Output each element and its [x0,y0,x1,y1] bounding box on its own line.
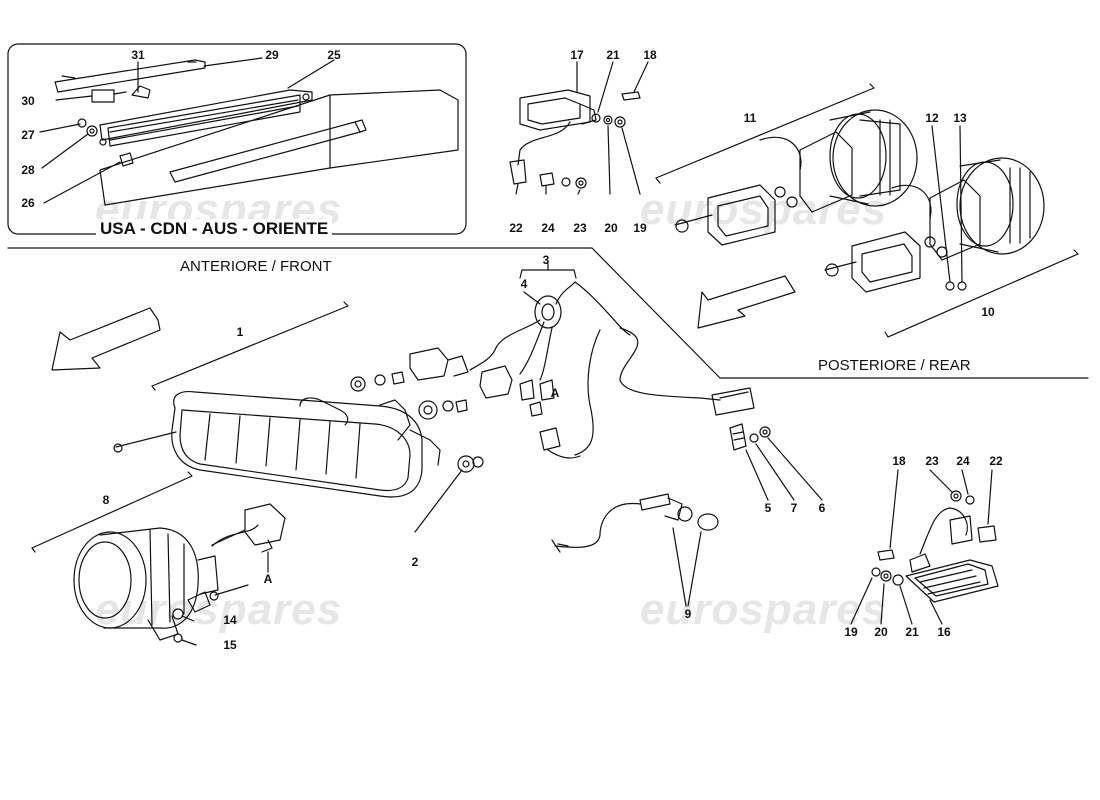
callout-30: 30 [21,94,35,108]
callout-23-top: 23 [573,221,587,235]
callout-14: 14 [223,613,237,627]
socket-front-upper [409,347,449,381]
fog-bulb [244,503,286,546]
callout-17: 17 [570,48,584,62]
callout-29: 29 [265,48,279,62]
callout-15: 15 [223,638,237,652]
callout-9: 9 [684,607,692,621]
rear-socket-10 [851,231,921,293]
callout-25: 25 [327,48,341,62]
part-5-clip [729,423,747,451]
fog-lamp-8-lens [73,531,147,629]
inset-lens [54,59,206,93]
callout-21-bottom: 21 [905,625,919,639]
callout-5: 5 [764,501,772,515]
inset-sill-panel [99,89,459,206]
marker-a-fog: A [263,572,273,586]
callout-18-top: 18 [643,48,657,62]
callout-8: 8 [102,493,110,507]
callout-20-top: 20 [604,221,618,235]
socket-front-lower [479,365,513,399]
section-front-title: ANTERIORE / FRONT [180,258,332,275]
callout-23-bottom: 23 [925,454,939,468]
callout-3: 3 [542,253,550,267]
callout-21-top: 21 [606,48,620,62]
callout-22-top: 22 [509,221,523,235]
grommet-4 [534,295,562,329]
rear-socket-11 [707,184,776,246]
callout-27: 27 [21,128,35,142]
inset-light-housing [99,89,313,141]
front-arrow [51,307,161,371]
callout-24-top: 24 [541,221,555,235]
headlamp-1-body [171,390,423,498]
callout-13: 13 [953,111,967,125]
callout-2: 2 [411,555,419,569]
callout-10: 10 [981,305,995,319]
callout-6: 6 [818,501,826,515]
rear-arrow [697,275,796,329]
section-divider [7,247,1089,379]
callout-19-bottom: 19 [844,625,858,639]
rear-light-10-lens [959,157,1045,255]
part-9-sensor [639,493,671,511]
callout-20-bottom: 20 [874,625,888,639]
bracket-1 [151,301,349,391]
watermark-bottom-left: eurospares [95,585,343,634]
callout-7: 7 [790,501,798,515]
inset-title: USA - CDN - AUS - ORIENTE [96,219,333,239]
callout-12: 12 [925,111,939,125]
watermark-bottom-right: eurospares [640,585,888,634]
callout-26: 26 [21,196,35,210]
callout-18-bottom: 18 [892,454,906,468]
callout-11: 11 [743,111,757,125]
section-rear-title: POSTERIORE / REAR [818,357,971,374]
callout-1: 1 [236,325,244,339]
callout-31: 31 [131,48,145,62]
callout-4: 4 [520,277,528,291]
inset-frame [7,43,467,235]
callout-22-bottom: 22 [989,454,1003,468]
callout-16: 16 [937,625,951,639]
callout-19-top: 19 [633,221,647,235]
callout-28: 28 [21,163,35,177]
marker-a-harness: A [550,386,560,400]
bracket-10 [884,249,1079,338]
bracket-8 [31,471,193,553]
connector-right [711,387,755,416]
rear-light-11-lens [832,109,918,207]
bracket-11 [655,83,875,184]
lamp-16-body [905,559,999,603]
callout-24-bottom: 24 [956,454,970,468]
